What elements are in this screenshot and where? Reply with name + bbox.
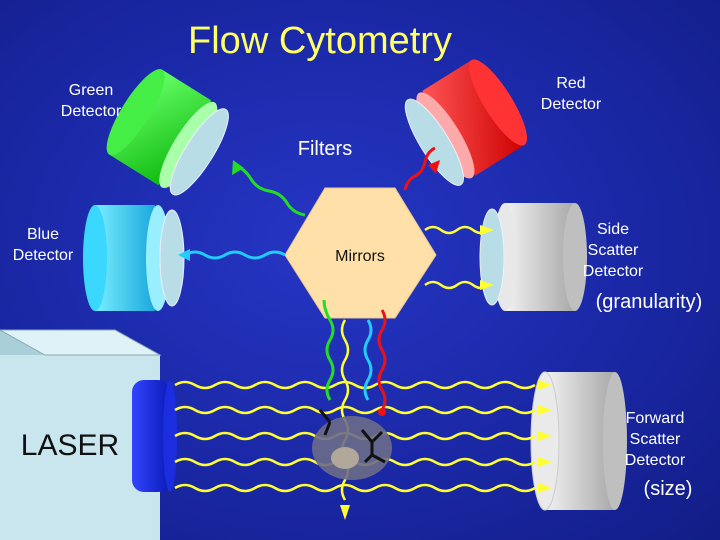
forward-scatter-label-line-3: Detector — [624, 452, 686, 469]
cell-with-antibodies — [312, 408, 392, 480]
green-detector-label: Green Detector — [50, 80, 132, 122]
page-title: Flow Cytometry — [188, 20, 452, 62]
side-scatter-label-line-3: Detector — [582, 263, 644, 280]
size-label: (size) — [643, 478, 693, 500]
forward-scatter-label: Forward Scatter Detector — [612, 408, 698, 471]
blue-detector-label-line-2: Detector — [12, 247, 74, 264]
mirrors-label: Mirrors — [335, 248, 385, 265]
laser-output-rod — [132, 380, 177, 492]
forward-scatter-label-line-2: Scatter — [629, 431, 681, 448]
blue-detector-label-line-1: Blue — [26, 226, 60, 243]
filters-label: Filters — [297, 138, 353, 160]
side-scatter-label-line-1: Side — [596, 221, 630, 238]
laser-box — [0, 329, 162, 540]
granularity-label: (granularity) — [595, 291, 703, 313]
side-scatter-detector — [479, 203, 587, 311]
mirrors-hexagon — [284, 187, 437, 319]
forward-scatter-label-line-1: Forward — [625, 410, 685, 427]
blue-detector-label: Blue Detector — [2, 224, 84, 266]
green-detector — [106, 69, 229, 196]
laser-label: LASER — [20, 429, 120, 462]
fluorescence-paths — [184, 146, 436, 411]
fluorescence-arrowheads — [178, 160, 440, 261]
side-scatter-label: Side Scatter Detector — [572, 219, 654, 282]
green-detector-label-line-2: Detector — [60, 103, 122, 120]
red-detector-label: Red Detector — [530, 73, 612, 115]
blue-detector — [83, 205, 185, 311]
red-detector — [404, 59, 528, 186]
green-detector-label-line-1: Green — [68, 82, 114, 99]
beam-arrowheads — [340, 225, 552, 520]
red-detector-label-line-1: Red — [556, 75, 586, 92]
side-scatter-label-line-2: Scatter — [587, 242, 639, 259]
red-detector-label-line-2: Detector — [540, 96, 602, 113]
